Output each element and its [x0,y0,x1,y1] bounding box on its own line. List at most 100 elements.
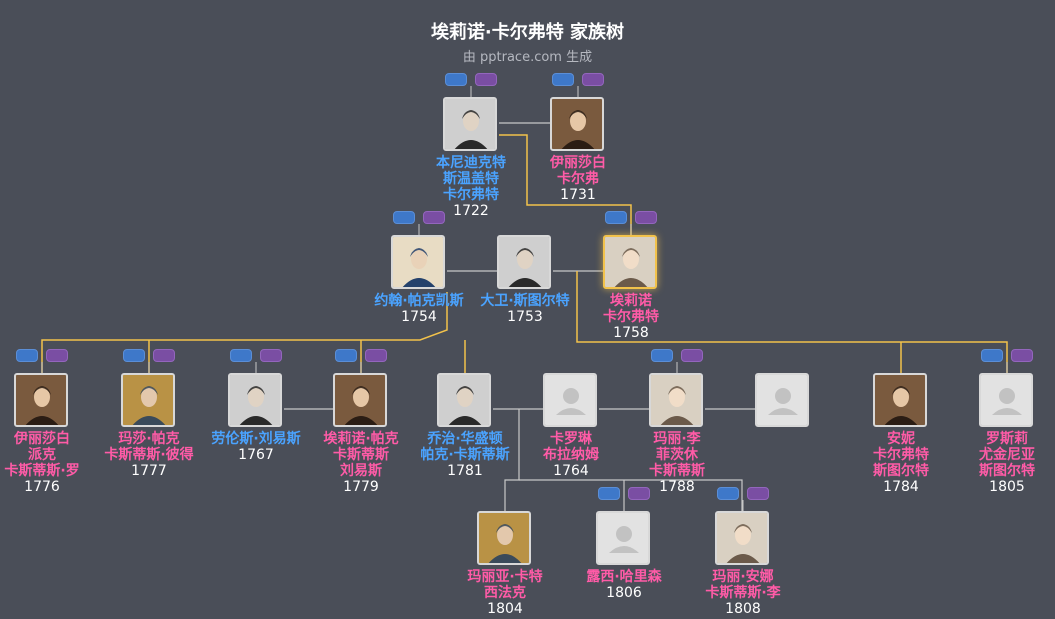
expand-mother-button[interactable] [635,211,657,224]
avatar-placeholder-icon[interactable] [596,511,650,565]
expand-mother-button[interactable] [582,73,604,86]
birth-year: 1808 [725,601,761,617]
expand-father-button[interactable] [598,487,620,500]
person-name-line: 罗斯莉 [986,431,1028,447]
expand-father-button[interactable] [16,349,38,362]
person-name-line: 本尼迪克特 [436,155,506,171]
portrait-photo[interactable] [14,373,68,427]
person-name-line: 安妮 [887,431,915,447]
expand-mother-button[interactable] [365,349,387,362]
person-name-line: 派克 [28,447,56,463]
portrait-photo[interactable] [391,235,445,289]
birth-year: 1804 [487,601,523,617]
birth-year: 1767 [238,447,274,463]
portrait-photo[interactable] [333,373,387,427]
portrait-photo[interactable] [477,511,531,565]
birth-year: 1764 [553,463,589,479]
avatar-placeholder-icon[interactable] [543,373,597,427]
portrait-photo[interactable] [715,511,769,565]
birth-year: 1722 [453,203,489,219]
expand-father-button[interactable] [445,73,467,86]
portrait-photo[interactable] [121,373,175,427]
portrait-photo[interactable] [443,97,497,151]
birth-year: 1754 [401,309,437,325]
expand-father-button[interactable] [335,349,357,362]
birth-year: 1805 [989,479,1025,495]
birth-year: 1781 [447,463,483,479]
child-line [41,292,448,375]
expand-mother-button[interactable] [153,349,175,362]
expand-father-button[interactable] [393,211,415,224]
birth-year: 1784 [883,479,919,495]
person-name-line: 伊丽莎白 [550,155,606,171]
expand-father-button[interactable] [605,211,627,224]
portrait-photo[interactable] [497,235,551,289]
person-name-line: 露西·哈里森 [586,569,662,585]
expand-mother-button[interactable] [475,73,497,86]
expand-mother-button[interactable] [423,211,445,224]
person-name-line: 玛丽·安娜 [712,569,774,585]
birth-year: 1753 [507,309,543,325]
person-name-line: 玛莎·帕克 [118,431,180,447]
person-name-line: 卡斯蒂斯·彼得 [104,447,194,463]
person-name-line: 卡尔弗特 [873,447,929,463]
person-name-line: 卡尔弗 [557,171,599,187]
person-name-line: 菲茨休 [656,447,698,463]
portrait-photo[interactable] [873,373,927,427]
person-name-line: 西法克 [484,585,526,601]
child-line [519,479,743,513]
avatar-placeholder-icon[interactable] [979,373,1033,427]
expand-mother-button[interactable] [1011,349,1033,362]
expand-mother-button[interactable] [628,487,650,500]
birth-year: 1788 [659,479,695,495]
child-line [504,409,520,513]
expand-father-button[interactable] [123,349,145,362]
avatar-placeholder-icon[interactable] [755,373,809,427]
expand-father-button[interactable] [230,349,252,362]
person-name-line: 玛丽亚·卡特 [467,569,543,585]
expand-father-button[interactable] [552,73,574,86]
person-name-line: 乔治·华盛顿 [427,431,503,447]
person-name-line: 伊丽莎白 [14,431,70,447]
expand-father-button[interactable] [717,487,739,500]
expand-mother-button[interactable] [260,349,282,362]
person-name-line: 卡斯蒂斯·李 [705,585,781,601]
portrait-photo[interactable] [228,373,282,427]
person-name-line: 埃莉诺 [610,293,652,309]
birth-year: 1779 [343,479,379,495]
person-name-line: 卡斯蒂斯 [333,447,389,463]
expand-mother-button[interactable] [681,349,703,362]
person-name-line: 埃莉诺·帕克 [323,431,399,447]
portrait-photo[interactable] [550,97,604,151]
person-name-line: 卡尔弗特 [603,309,659,325]
portrait-photo[interactable] [437,373,491,427]
birth-year: 1776 [24,479,60,495]
expand-father-button[interactable] [651,349,673,362]
birth-year: 1806 [606,585,642,601]
person-name-line: 约翰·帕克凯斯 [374,293,464,309]
portrait-photo[interactable] [649,373,703,427]
person-name-line: 卡尔弗特 [443,187,499,203]
expand-mother-button[interactable] [46,349,68,362]
expand-mother-button[interactable] [747,487,769,500]
portrait-photo[interactable] [603,235,657,289]
expand-father-button[interactable] [981,349,1003,362]
birth-year: 1777 [131,463,167,479]
